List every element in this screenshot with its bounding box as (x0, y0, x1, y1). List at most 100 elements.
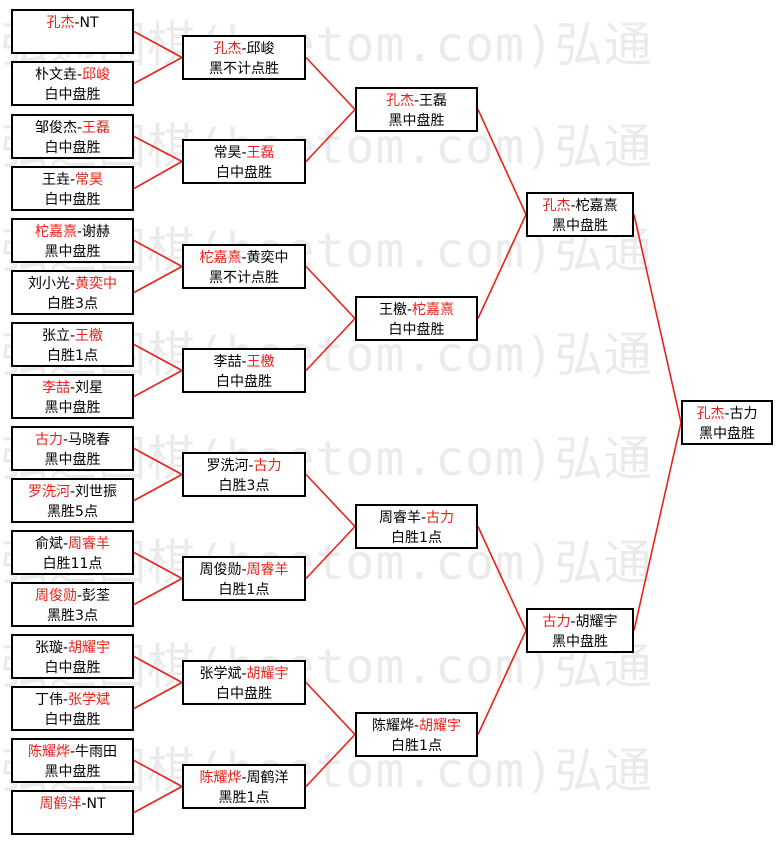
match-players: 张璇-胡耀宇 (13, 638, 132, 658)
player-b: 周睿羊 (68, 536, 111, 552)
match-players: 张立-王檄 (13, 326, 132, 346)
player-a: 周鹤洋 (39, 796, 82, 812)
connector-line (133, 655, 183, 684)
connector-line (133, 135, 183, 163)
connector-line (477, 526, 527, 631)
match-box-round1-12: 周俊勋-彭荃黑胜3点 (11, 582, 134, 627)
connector-line (133, 551, 183, 580)
match-box-round1-7: 张立-王檄白胜1点 (11, 322, 134, 367)
player-a: 陈耀烨 (27, 744, 70, 760)
connector-line (133, 343, 183, 372)
player-b: 马晓春 (68, 432, 111, 448)
player-b: 周睿羊 (246, 562, 289, 578)
match-box-round1-4: 王垚-常昊白中盘胜 (11, 166, 134, 211)
player-a: 孔杰 (46, 15, 75, 31)
match-players: 邹俊杰-王磊 (13, 118, 132, 138)
match-result: 黑不计点胜 (209, 61, 279, 77)
player-b: 古力 (253, 458, 282, 474)
match-box-round2-6: 周俊勋-周睿羊白胜1点 (182, 556, 306, 601)
match-result: 白中盘胜 (216, 686, 272, 702)
match-result: 白胜1点 (218, 582, 270, 598)
match-result: 黑中盘胜 (552, 218, 608, 234)
match-players: 周俊勋-周睿羊 (184, 560, 304, 580)
separator: - (69, 172, 76, 188)
player-a: 张璇 (34, 640, 63, 656)
connector-line (133, 30, 183, 59)
player-a: 李喆 (213, 354, 242, 370)
match-result: 白中盘胜 (44, 712, 101, 728)
player-a: 古力 (34, 432, 63, 448)
match-result: 白中盘胜 (216, 165, 272, 181)
player-b: 黄奕中 (75, 276, 118, 292)
player-a: 孔杰 (542, 198, 571, 214)
player-a: 王垚 (41, 172, 70, 188)
connector-line (305, 56, 356, 111)
match-box-round1-3: 邹俊杰-王磊白中盘胜 (11, 114, 134, 159)
match-players: 王垚-常昊 (13, 170, 132, 190)
match-box-round3-3: 周睿羊-古力白胜1点 (355, 504, 478, 549)
player-b: 黄奕中 (246, 250, 289, 266)
match-box-round1-2: 朴文垚-邱峻白中盘胜 (11, 61, 134, 106)
player-b: 柁嘉熹 (412, 302, 455, 318)
connector-line (133, 447, 183, 476)
separator: - (241, 250, 247, 266)
player-a: 陈耀烨 (371, 718, 414, 734)
match-result: 黑中盘胜 (699, 426, 755, 442)
match-players: 刘小光-黄奕中 (13, 274, 132, 294)
match-players: 陈耀烨-周鹤洋 (184, 768, 304, 788)
player-b: 常昊 (75, 172, 104, 188)
player-b: 刘世振 (75, 484, 118, 500)
match-result: 黑胜3点 (47, 608, 98, 624)
connector-line (133, 369, 183, 398)
match-players: 李喆-王檄 (184, 352, 304, 372)
match-box-round2-8: 陈耀烨-周鹤洋黑胜1点 (182, 764, 306, 809)
separator: - (570, 614, 576, 630)
connector-line (133, 473, 183, 502)
player-a: 陈耀烨 (199, 770, 242, 786)
separator: - (420, 510, 427, 526)
match-players: 古力-胡耀宇 (528, 612, 632, 632)
match-players: 罗洗河-古力 (184, 456, 304, 476)
player-a: 孔杰 (213, 41, 242, 57)
separator: - (69, 744, 76, 760)
separator: - (406, 302, 413, 318)
match-players: 周俊勋-彭荃 (13, 586, 132, 606)
player-b: 胡耀宇 (575, 614, 618, 630)
match-box-round1-9: 古力-马晓春黑中盘胜 (11, 426, 134, 471)
connector-line (633, 422, 682, 631)
player-b: 邱峻 (82, 67, 111, 83)
player-a: 邹俊杰 (34, 120, 77, 136)
match-players: 孔杰-王磊 (357, 91, 476, 111)
separator: - (570, 198, 576, 214)
match-players: 俞斌-周睿羊 (13, 534, 132, 554)
player-a: 周俊勋 (34, 588, 77, 604)
match-result: 白中盘胜 (44, 87, 101, 103)
connector-line (133, 785, 183, 814)
match-result: 白胜3点 (47, 296, 98, 312)
separator: - (62, 692, 69, 708)
connector-line (477, 214, 527, 319)
separator: - (241, 354, 247, 370)
match-box-round1-16: 周鹤洋-NT (11, 790, 134, 835)
match-players: 柁嘉熹-谢赫 (13, 222, 132, 242)
match-players: 孔杰-古力 (683, 404, 771, 424)
player-b: 刘星 (75, 380, 104, 396)
separator: - (241, 41, 247, 57)
connector-line (477, 109, 527, 215)
match-box-round5-1: 孔杰-古力黑中盘胜 (681, 400, 773, 445)
connector-line (305, 733, 356, 788)
match-players: 朴文垚-邱峻 (13, 65, 132, 85)
separator: - (413, 718, 420, 734)
connector-line (305, 681, 356, 736)
player-a: 张立 (41, 328, 70, 344)
player-b: 王檄 (246, 354, 275, 370)
player-a: 古力 (542, 614, 571, 630)
match-result: 白中盘胜 (44, 660, 101, 676)
player-a: 孔杰 (385, 93, 414, 109)
match-result: 黑中盘胜 (44, 400, 101, 416)
separator: - (69, 328, 76, 344)
match-box-round2-3: 柁嘉熹-黄奕中黑不计点胜 (182, 244, 306, 289)
match-box-round1-8: 李喆-刘星黑中盘胜 (11, 374, 134, 419)
player-a: 丁伟 (34, 692, 63, 708)
